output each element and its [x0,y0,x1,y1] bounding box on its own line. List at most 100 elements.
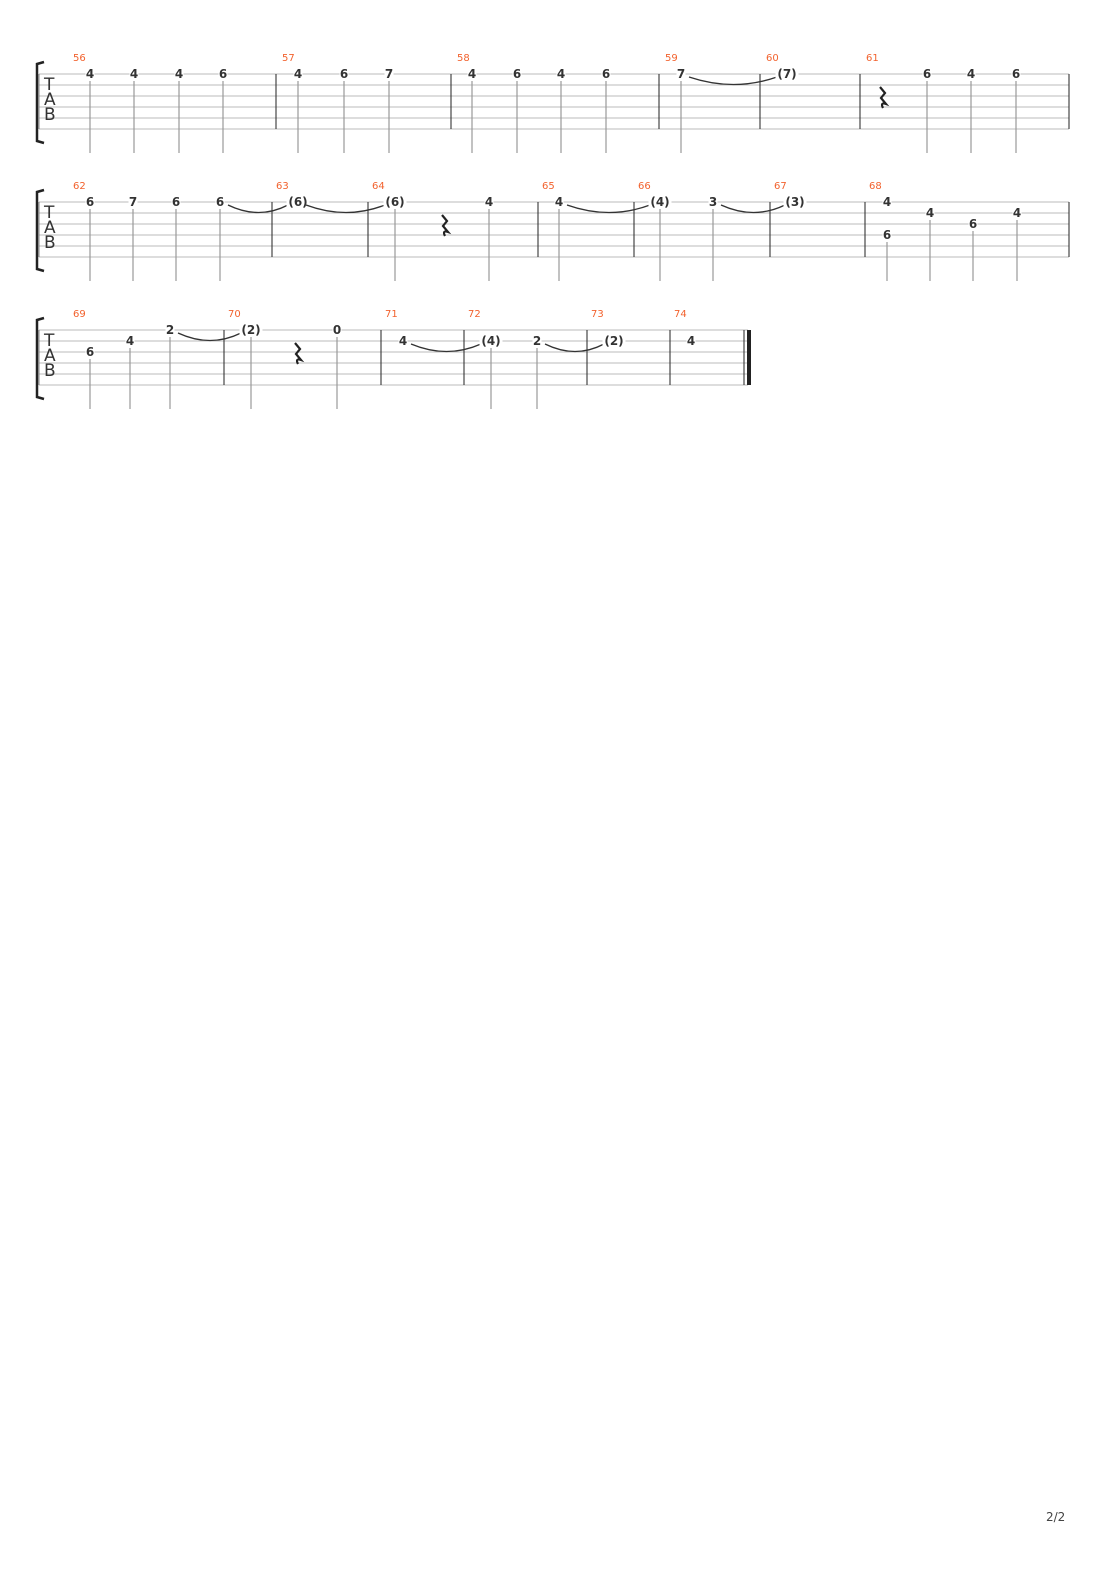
fret-bg [128,196,138,208]
fret-bg [339,68,349,80]
fret-number: 4 [555,195,563,209]
fret-bg [882,196,892,208]
fret-bg [602,335,626,347]
fret-number: 7 [677,67,685,81]
fret-number: (7) [777,67,796,81]
fret-number: 3 [709,195,717,209]
fret-number: 6 [513,67,521,81]
fret-number: 4 [468,67,476,81]
measure-number: 58 [457,53,470,64]
final-bar-thick [747,330,751,385]
fret-bg [554,196,564,208]
fret-bg [783,196,807,208]
fret-number: 7 [385,67,393,81]
fret-bg [1011,68,1021,80]
fret-bg [332,324,342,336]
fret-number: 4 [926,206,934,220]
fret-number: 6 [340,67,348,81]
fret-number: 6 [969,217,977,231]
fret-number: 4 [883,195,891,209]
fret-number: 4 [294,67,302,81]
quarter-rest-icon [879,86,890,109]
fret-number: 6 [923,67,931,81]
fret-number: 6 [216,195,224,209]
fret-bg [171,196,181,208]
measure-number: 69 [73,309,86,320]
measure-number: 57 [282,53,295,64]
fret-bg [556,68,566,80]
measure-number: 56 [73,53,86,64]
tie-arc [410,343,482,353]
measure-number: 62 [73,181,86,192]
tab-clef-letter: T [43,75,55,95]
fret-bg [174,68,184,80]
fret-bg [384,68,394,80]
tab-clef-letter: T [43,331,55,351]
fret-number: 6 [883,228,891,242]
fret-number: 4 [687,334,695,348]
fret-number: 4 [967,67,975,81]
fret-number: 6 [219,67,227,81]
fret-number: 4 [126,334,134,348]
fret-bg [922,68,932,80]
tie-arc [688,76,778,86]
measure-number: 71 [385,309,398,320]
fret-bg [467,68,477,80]
quarter-rest-icon [441,214,452,237]
fret-bg [125,335,135,347]
fret-bg [85,68,95,80]
tab-clef-letter: B [44,105,56,125]
measure-number: 70 [228,309,241,320]
fret-number: (4) [650,195,669,209]
fret-number: 4 [130,67,138,81]
fret-bg [218,68,228,80]
tab-clef-letter: T [43,203,55,223]
fret-number: 4 [1013,206,1021,220]
fret-bg [484,196,494,208]
system-bracket [35,316,45,401]
fret-bg [775,68,799,80]
measure-number: 64 [372,181,385,192]
fret-bg [532,335,542,347]
measure-number: 63 [276,181,289,192]
tie-arc [227,204,289,214]
tab-clef-letter: A [44,90,56,110]
measure-number: 66 [638,181,651,192]
measure-number: 68 [869,181,882,192]
fret-number: 7 [129,195,137,209]
page-number: 2/2 [1046,1510,1066,1524]
tab-clef-letter: A [44,346,56,366]
fret-number: 0 [333,323,341,337]
measure-number: 73 [591,309,604,320]
fret-number: 4 [557,67,565,81]
tie-arc [566,204,651,214]
fret-bg [648,196,672,208]
fret-bg [601,68,611,80]
fret-bg [512,68,522,80]
fret-bg [882,229,892,241]
fret-number: 4 [399,334,407,348]
fret-bg [293,68,303,80]
fret-bg [686,335,696,347]
fret-bg [966,68,976,80]
fret-bg [676,68,686,80]
tie-arc [720,204,786,214]
fret-number: 4 [86,67,94,81]
fret-number: (6) [385,195,404,209]
fret-number: 4 [485,195,493,209]
system-bracket [35,60,45,145]
fret-number: (4) [481,334,500,348]
tie-arc [305,204,386,214]
tie-arc [177,332,242,342]
measure-number: 61 [866,53,879,64]
tab-clef-letter: A [44,218,56,238]
quarter-rest-icon [294,342,305,365]
system-bracket [35,188,45,273]
measure-number: 67 [774,181,787,192]
fret-bg [239,324,263,336]
tab-clef-letter: B [44,233,56,253]
fret-number: 2 [533,334,541,348]
